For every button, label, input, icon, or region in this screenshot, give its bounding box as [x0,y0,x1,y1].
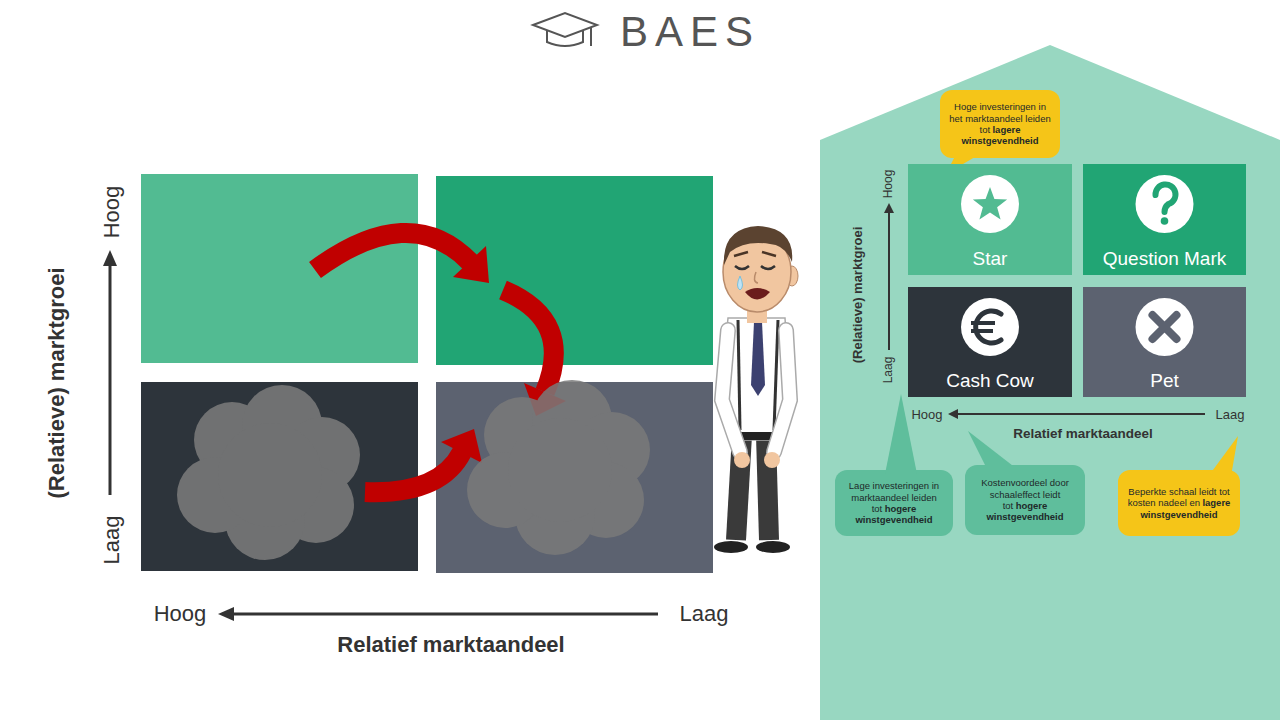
quadrant [436,176,713,365]
axis-title: Relatief marktaandeel [337,632,564,658]
arrow-head [453,246,489,283]
quadrant-title: Cash Cow [908,370,1072,392]
bubble-tail [968,431,1017,469]
callout-paragraph: Lage investeringen in marktaandeel leide… [842,480,946,526]
bubble-tail [885,394,917,474]
callout-paragraph: Beperkte schaal leidt tot kosten nadeel … [1125,486,1233,520]
icon-symbol [1153,315,1177,339]
axis-end: Laag [1216,407,1245,422]
quadrant-title: Star [908,248,1072,270]
smoke-cloud [177,385,360,560]
axis-end: Laag [881,357,895,384]
icon-circle [961,175,1019,233]
quadrant [141,174,418,363]
matrix-quadrant: Pet [1083,287,1246,397]
callout-emphasis: hogere winstgevendheid [855,503,932,525]
callout-body: Lage investeringen in marktaandeel leide… [835,470,953,536]
callout-body: Hoge investeringen in het marktaandeel l… [940,90,1060,158]
icon-circle [1136,298,1194,356]
axis-title: (Relatieve) marktgroei [44,267,70,498]
arrow-shaft [503,290,554,392]
callout-body: Beperkte schaal leidt tot kosten nadeel … [1118,470,1240,536]
arrow-head [441,429,482,463]
callout-emphasis: lagere winstgevendheid [961,124,1038,146]
icon-circle [1136,175,1194,233]
logo-cap [533,13,597,46]
axis-title: Relatief marktaandeel [1013,426,1153,441]
callout-emphasis: hogere winstgevendheid [986,500,1063,522]
axis-end: Hoog [911,407,942,422]
axis-title: (Relatieve) marktgroei [850,227,865,364]
cap-tassel [590,27,592,46]
icon-symbol [973,187,1007,220]
axis-end: Laag [99,516,125,565]
icon-symbol [1155,184,1175,224]
quadrant-title: Pet [1083,370,1246,392]
bubble-tail [1210,436,1238,482]
callout-body: Kostenvoordeel door schaaleffect leidt t… [965,465,1085,535]
matrix-quadrant: Cash Cow [908,287,1072,397]
speech-bubble: Lage investeringen in marktaandeel leide… [835,470,953,536]
icon-circle [961,298,1019,356]
speech-bubble: Hoge investeringen in het marktaandeel l… [940,90,1060,158]
house-panel [820,45,1280,720]
quadrant [141,382,418,571]
icon-symbol [971,311,1001,343]
cap-base [547,30,583,46]
speech-bubble: Beperkte schaal leidt tot kosten nadeel … [1118,470,1240,536]
matrix-quadrant: Star [908,164,1072,275]
bcg-matrix [141,174,713,573]
callout-paragraph: Kostenvoordeel door schaaleffect leidt t… [972,477,1078,523]
speech-bubble: Kostenvoordeel door schaaleffect leidt t… [965,465,1085,535]
quadrant-title: Question Mark [1083,248,1246,270]
axis-end: Hoog [154,601,207,627]
crying-man [714,226,798,553]
cap-top [533,13,597,37]
logo-text: BAES [620,8,760,56]
arrow-shaft [365,452,462,492]
axis-end: Hoog [99,186,125,239]
axis-end: Hoog [881,170,895,199]
axis-end: Laag [680,601,729,627]
arrow-shaft [315,233,470,270]
smoke-cloud [467,380,650,555]
callout-paragraph: Hoge investeringen in het marktaandeel l… [947,101,1053,147]
matrix-quadrant: Question Mark [1083,164,1246,275]
